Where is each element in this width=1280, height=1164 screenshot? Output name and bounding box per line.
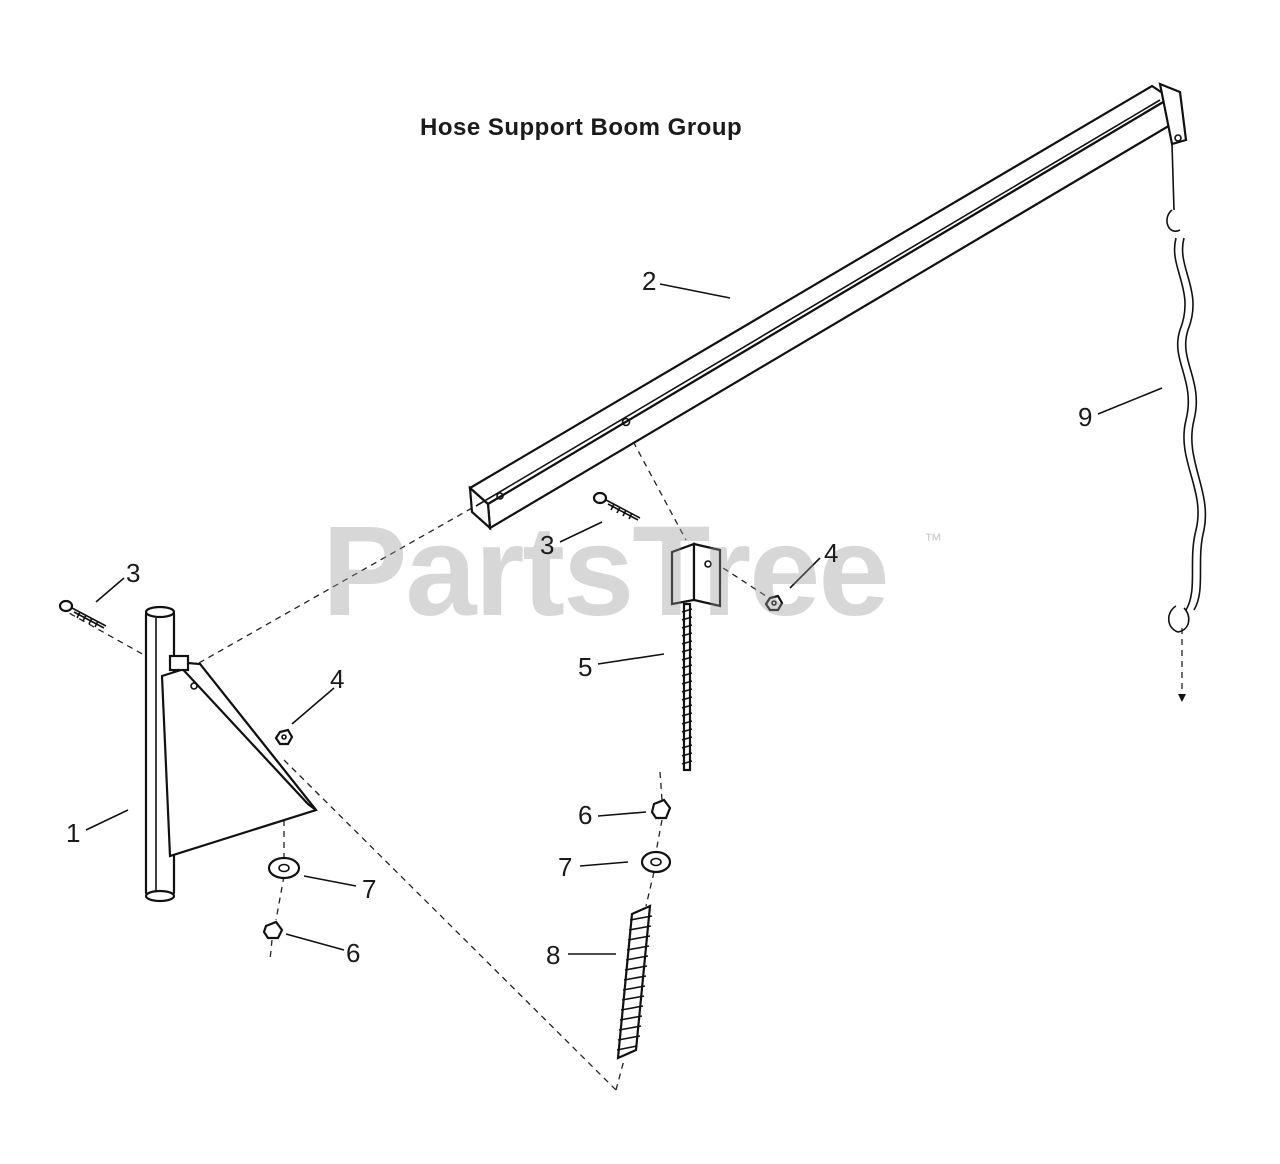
callout-5: 5 xyxy=(578,652,593,682)
callout-4-middle: 4 xyxy=(824,538,839,568)
watermark-text: PartsTree xyxy=(322,500,889,643)
part-7-washer-middle xyxy=(640,850,672,874)
part-2-boom-tube xyxy=(468,82,1188,531)
callout-9: 9 xyxy=(1078,402,1093,432)
part-5-hook-rod xyxy=(670,542,722,772)
part-3-bolt-left xyxy=(58,599,107,629)
callout-2: 2 xyxy=(642,266,657,296)
callout-6-middle: 6 xyxy=(578,800,593,830)
diagram-title: Hose Support Boom Group xyxy=(420,114,743,141)
part-3-bolt-middle xyxy=(592,491,641,521)
callout-leaders xyxy=(85,283,1163,955)
callout-7-left: 7 xyxy=(362,874,377,904)
part-6-nut-left xyxy=(262,920,284,940)
callout-7-middle: 7 xyxy=(558,852,573,882)
callout-4-left: 4 xyxy=(330,664,345,694)
watermark-trademark: ™ xyxy=(924,530,942,550)
part-9-chain xyxy=(1166,143,1207,633)
part-8-spring xyxy=(616,904,653,1060)
callout-3-middle: 3 xyxy=(540,530,555,560)
callout-3-left: 3 xyxy=(126,558,141,588)
assembly-dash-lines xyxy=(59,431,1186,1091)
part-4-nut-left xyxy=(274,728,294,746)
part-6-nut-middle xyxy=(650,798,672,820)
callout-1: 1 xyxy=(66,818,81,848)
callout-8: 8 xyxy=(546,940,561,970)
part-4-nut-middle xyxy=(764,594,784,612)
part-1-post-bracket xyxy=(144,605,318,903)
callout-6-left: 6 xyxy=(346,938,361,968)
part-7-washer-left xyxy=(267,856,301,880)
